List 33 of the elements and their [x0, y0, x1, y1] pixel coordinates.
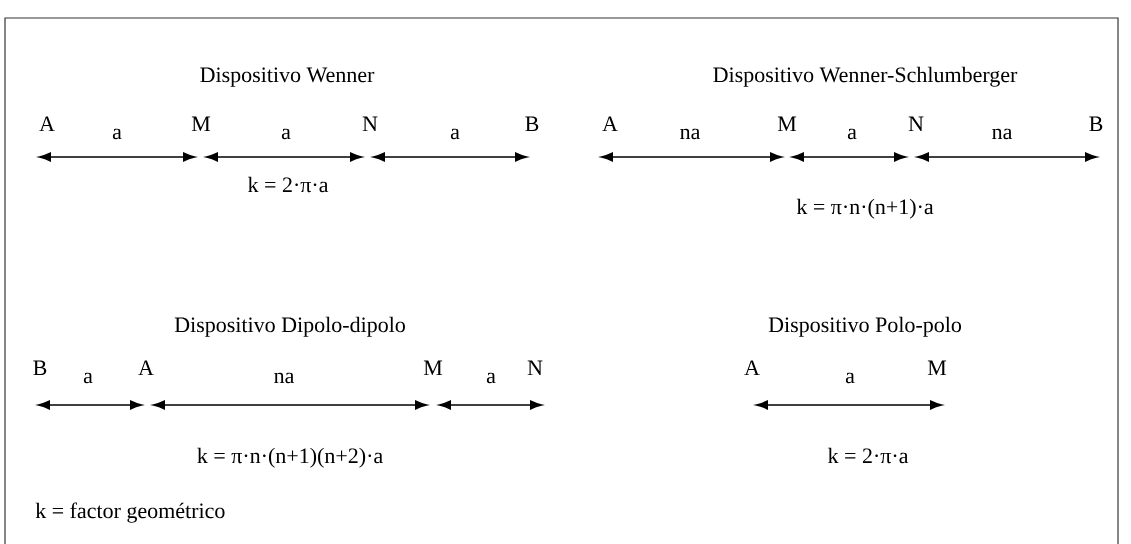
formula: k = π·n·(n+1)(n+2)·a [197, 447, 383, 468]
spacing-label: a [112, 128, 122, 140]
spacing-label: a [281, 128, 291, 140]
spacing-label: na [992, 128, 1013, 140]
formula: k = 2·π·a [247, 176, 329, 193]
spacing-label: na [680, 128, 701, 140]
formula: k = π·n·(n+1)·a [796, 198, 934, 219]
electrode-label: A [39, 116, 55, 131]
electrode-label: M [423, 360, 443, 375]
spacing-label: a [847, 128, 857, 140]
electrode-label: A [602, 116, 618, 131]
electrode-label: N [362, 116, 378, 131]
electrode-label: B [1089, 116, 1103, 132]
spacing-label: a [845, 372, 855, 384]
electrode-label: B [525, 116, 539, 132]
electrode-label: N [527, 360, 543, 375]
electrode-label: M [777, 116, 797, 131]
electrode-label: A [138, 360, 154, 375]
panel-title: Dispositivo Wenner [200, 67, 375, 87]
electrode-label: A [744, 360, 760, 375]
spacing-label: a [450, 128, 460, 140]
spacing-label: a [486, 372, 496, 384]
formula: k = 2·π·a [827, 447, 909, 464]
panel-title: Dispositivo Dipolo-dipolo [174, 316, 405, 337]
spacing-label: na [274, 372, 295, 384]
note: k = factor geométrico [35, 502, 225, 523]
electrode-label: N [908, 116, 924, 131]
electrode-label: M [927, 360, 947, 375]
spacing-label: a [83, 372, 93, 384]
electrode-label: B [33, 360, 47, 376]
panel-title: Dispositivo Polo-polo [768, 316, 962, 337]
electrode-label: M [191, 116, 211, 131]
panel-title: Dispositivo Wenner-Schlumberger [713, 66, 1018, 87]
